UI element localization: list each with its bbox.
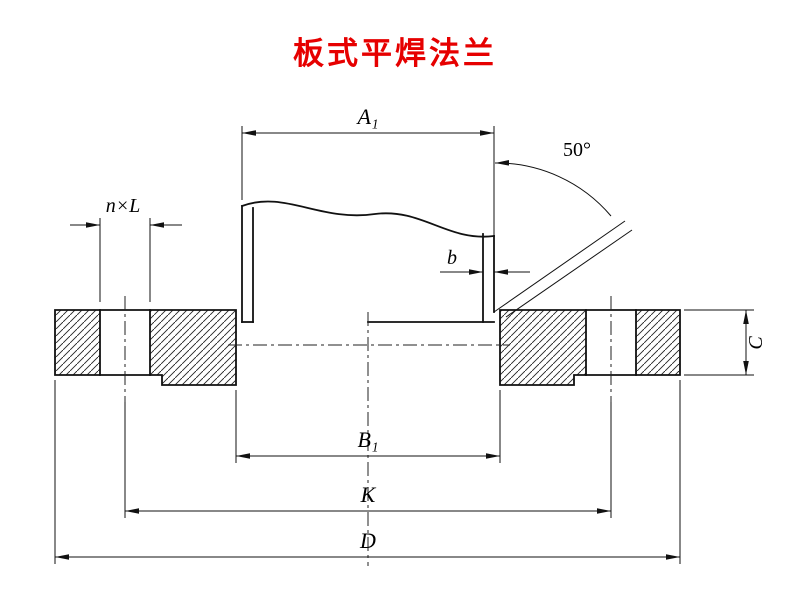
flange-section	[54, 309, 681, 386]
pipe	[240, 200, 633, 323]
dimension-b: b	[440, 247, 530, 275]
k-label: K	[360, 482, 377, 507]
dimension-angle-50: 50°	[494, 139, 612, 217]
weld-bevel-line-inner	[505, 229, 633, 318]
angle-arc	[494, 160, 612, 217]
c-label: C	[745, 336, 767, 350]
b1-label: B₁	[357, 427, 378, 452]
flange-right-inner-block	[499, 309, 587, 386]
dimension-D: D	[54, 380, 681, 564]
angle-label: 50°	[563, 139, 591, 161]
pipe-break-wavy-line	[240, 200, 496, 238]
b-label: b	[447, 247, 457, 269]
flange-right-outer-block	[635, 309, 681, 376]
dimension-C: C	[684, 309, 767, 376]
drawing-title: 板式平焊法兰	[293, 36, 497, 71]
center-lines	[124, 296, 612, 566]
flange-left-outer-block	[54, 309, 101, 376]
nxl-label: n×L	[106, 195, 141, 217]
a1-label: A₁	[355, 104, 378, 129]
dimension-A1: A₁	[241, 104, 495, 236]
d-label: D	[359, 528, 376, 553]
dimension-K: K	[124, 402, 612, 518]
dimension-B1: B₁	[235, 390, 501, 463]
flange-left-inner-block	[149, 309, 237, 386]
weld-bevel-line-outer	[493, 220, 626, 313]
dimension-nxL: n×L	[70, 195, 182, 302]
